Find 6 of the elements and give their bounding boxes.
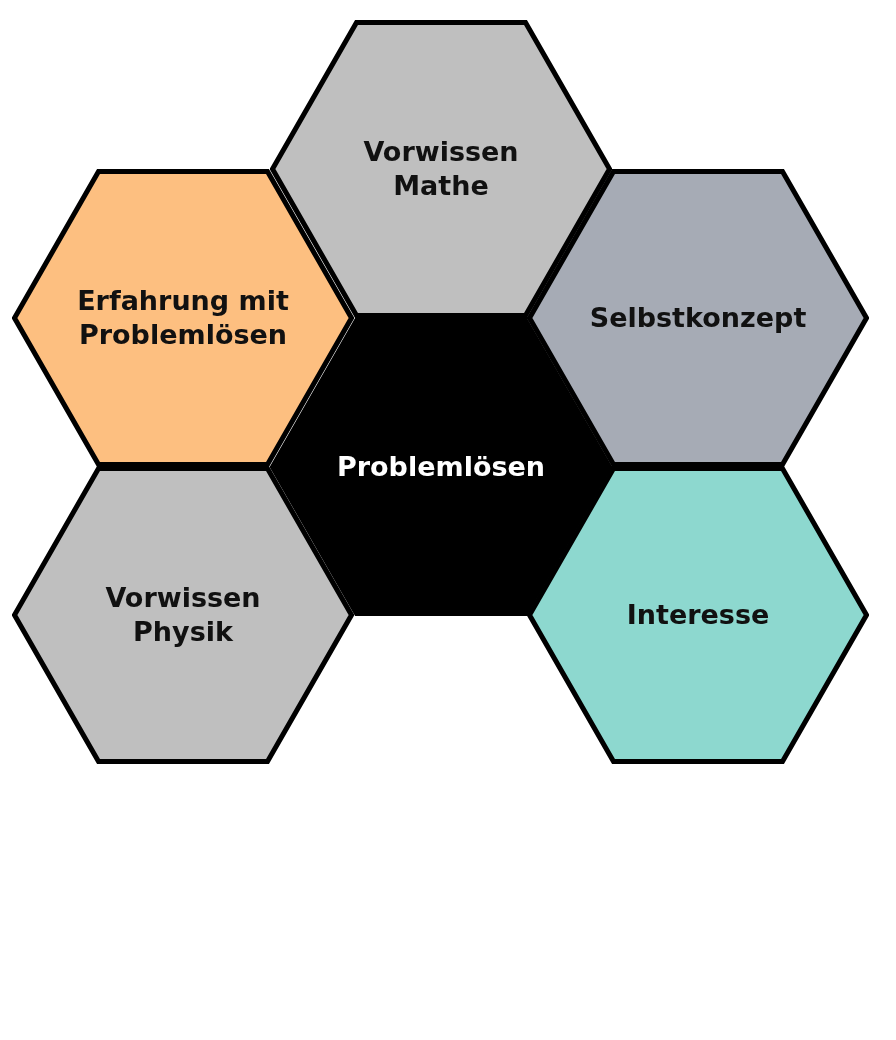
hexagon-label: Problemlösen	[336, 450, 546, 484]
hexagon-label: Vorwissen Mathe	[362, 135, 520, 203]
hexagon-label: Selbstkonzept	[589, 301, 807, 335]
hexagon-label: Vorwissen Physik	[104, 581, 262, 649]
hexagon-label: Interesse	[626, 598, 770, 632]
hexagon-label: Erfahrung mit Problemlösen	[76, 284, 290, 352]
